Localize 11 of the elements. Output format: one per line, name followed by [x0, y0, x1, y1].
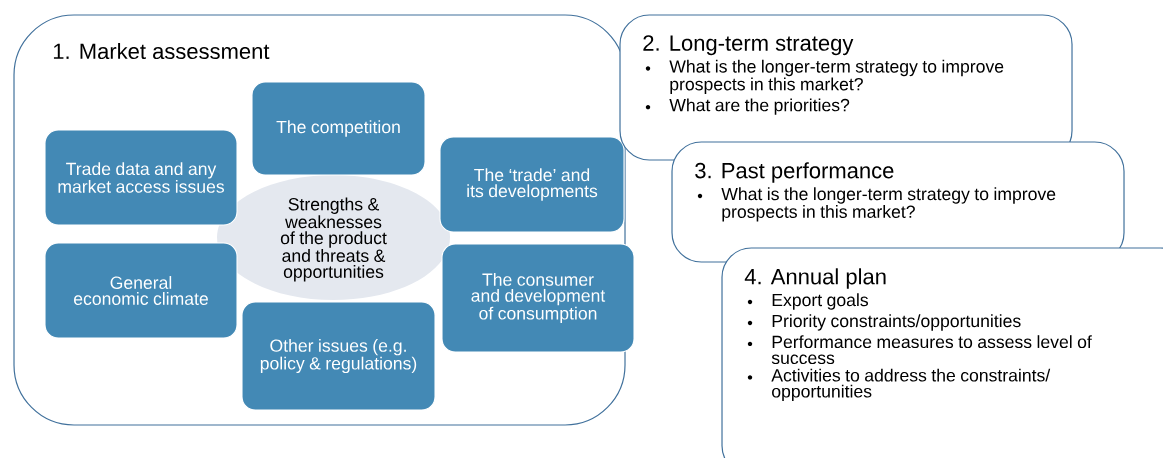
- topic-box: The competition: [251, 81, 426, 176]
- topic-box: Other issues (e.g. policy & regulations): [241, 301, 436, 411]
- topic-box: The consumer and development of consumption: [441, 243, 635, 353]
- node-label: What are the priorities?: [669, 98, 850, 115]
- node-label: What is the longer-term strategy to improve prospects in this market?: [669, 59, 1004, 94]
- node-label: 2. Long-term strategy: [643, 35, 854, 56]
- step-card: 3. Past performance What is the longer-term strategy to improve prospects in this market?: [671, 141, 1125, 263]
- step-card: 4. Annual plan Export goals Priority constraints/opportunities Performance measures to assess level of success Activities to address the constraints/ opportunities: [721, 247, 1163, 458]
- topic-box: General economic climate: [44, 242, 238, 339]
- topic-box: The ‘trade’ and its developments: [439, 136, 625, 233]
- topic-box: Trade data and any market access issues: [44, 129, 238, 226]
